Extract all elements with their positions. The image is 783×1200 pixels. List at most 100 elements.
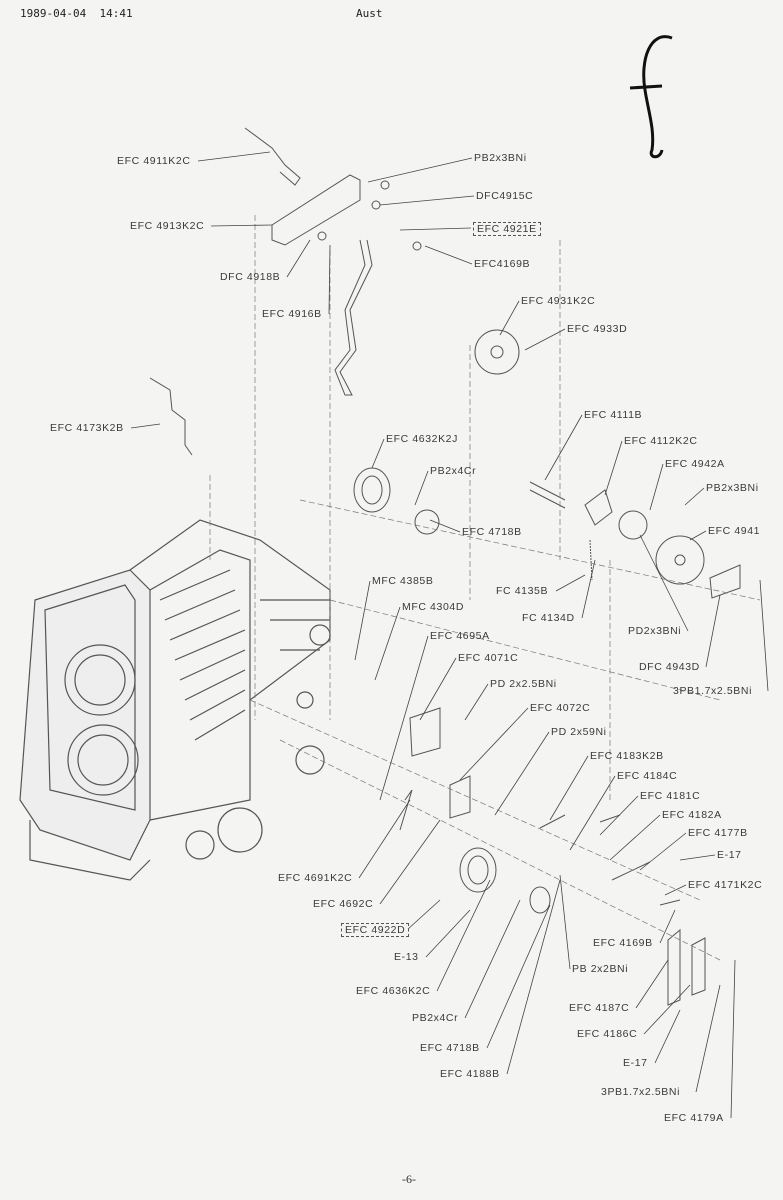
part-label: PD 2x59Ni <box>551 726 607 738</box>
part-label: EFC 4179A <box>664 1112 724 1124</box>
part-label: PB2x3BNi <box>706 482 759 494</box>
leader-line <box>684 487 705 506</box>
leader-line <box>210 224 273 227</box>
leader-line <box>399 227 472 231</box>
leader-line <box>379 635 429 801</box>
part-label: EFC 4186C <box>577 1028 638 1040</box>
part-label: EFC 4111B <box>584 409 643 421</box>
leader-line <box>499 300 520 336</box>
part-label: 3PB1.7x2.5BNi <box>601 1086 681 1098</box>
leader-line <box>197 151 271 162</box>
part-label: EFC 4636K2C <box>356 985 431 997</box>
part-label: DFC 4918B <box>220 271 281 283</box>
leader-line <box>506 879 561 1075</box>
part-label: FC 4135B <box>496 585 549 597</box>
part-label: PB2x4Cr <box>430 465 477 477</box>
part-label: EFC 4911K2C <box>117 155 191 167</box>
part-label: PB 2x2BNi <box>572 963 629 975</box>
leader-line <box>654 1009 681 1064</box>
leader-line <box>635 959 669 1009</box>
leader-lines <box>130 151 769 1119</box>
part-label: EFC 4933D <box>567 323 628 335</box>
part-label: EFC 4187C <box>569 1002 630 1014</box>
leader-line <box>407 899 441 930</box>
part-label: EFC 4913K2C <box>130 220 205 232</box>
part-label: 3PB1.7x2.5BNi <box>673 685 753 697</box>
leader-line <box>374 606 401 681</box>
leader-line <box>659 909 676 944</box>
part-label: PD2x3BNi <box>628 625 682 637</box>
part-label: EFC 4173K2B <box>50 422 124 434</box>
part-label: EFC 4188B <box>440 1068 500 1080</box>
leader-line <box>639 534 689 632</box>
part-label: E-13 <box>394 951 419 963</box>
leader-line <box>379 195 475 206</box>
part-label: DFC4915C <box>476 190 534 202</box>
part-label: EFC 4921E <box>473 222 541 236</box>
leader-line <box>649 463 664 511</box>
leader-line <box>464 683 489 721</box>
part-label: EFC 4931K2C <box>521 295 596 307</box>
leader-line <box>555 574 586 592</box>
part-label: EFC 4171K2C <box>688 879 763 891</box>
part-label: EFC 4112K2C <box>624 435 698 447</box>
leader-line <box>494 731 550 816</box>
leader-line <box>286 239 311 278</box>
fax-sender: Aust <box>356 7 383 20</box>
leader-line <box>328 244 331 315</box>
part-label: E-17 <box>717 849 742 861</box>
leader-line <box>358 799 411 879</box>
leader-line <box>581 559 596 619</box>
leader-line <box>604 440 623 496</box>
part-label: EFC 4922D <box>341 923 410 937</box>
leader-line <box>379 819 441 905</box>
leader-line <box>679 854 716 861</box>
part-label: MFC 4385B <box>372 575 434 587</box>
leader-line <box>599 795 639 836</box>
part-label: EFC 4718B <box>420 1042 480 1054</box>
leader-line <box>689 530 707 541</box>
part-label: EFC 4692C <box>313 898 374 910</box>
part-label: EFC 4071C <box>458 652 519 664</box>
leader-line <box>549 755 589 821</box>
part-label: EFC 4718B <box>462 526 522 538</box>
handwritten-f-mark <box>629 35 673 159</box>
leader-line <box>354 580 371 661</box>
leader-line <box>424 245 473 265</box>
part-label: EFC 4942A <box>665 458 725 470</box>
part-label: EFC 4183K2B <box>590 750 664 762</box>
leader-line <box>730 959 736 1119</box>
leader-line <box>464 899 521 1019</box>
part-label: EFC 4941 <box>708 525 761 537</box>
leader-line <box>643 984 691 1035</box>
leader-line <box>524 328 566 351</box>
leader-line <box>486 904 551 1049</box>
part-label: FC 4134D <box>522 612 575 624</box>
leader-line <box>367 157 473 183</box>
part-label: PB2x4Cr <box>412 1012 459 1024</box>
part-label: EFC 4182A <box>662 809 722 821</box>
leader-line <box>609 814 661 861</box>
part-label: EFC 4177B <box>688 827 748 839</box>
part-label: EFC 4181C <box>640 790 701 802</box>
leader-line <box>429 519 461 533</box>
camera-body <box>19 519 331 881</box>
fax-timestamp: 1989-04-04 14:41 <box>20 7 133 20</box>
leader-line <box>544 414 583 481</box>
part-label: EFC 4691K2C <box>278 872 353 884</box>
part-label: EFC4169B <box>474 258 531 270</box>
leader-line <box>436 879 491 992</box>
part-label: MFC 4304D <box>402 601 465 613</box>
part-label: EFC 4184C <box>617 770 678 782</box>
leader-line <box>705 594 721 668</box>
leader-line <box>639 832 687 871</box>
leader-line <box>559 874 571 970</box>
page-number: -6- <box>402 1172 416 1186</box>
part-label: EFC 4695A <box>430 630 490 642</box>
leader-line <box>425 909 471 958</box>
leader-line <box>371 438 385 469</box>
leader-line <box>414 470 429 506</box>
alignment-lines <box>209 215 761 961</box>
leader-line <box>130 423 161 429</box>
